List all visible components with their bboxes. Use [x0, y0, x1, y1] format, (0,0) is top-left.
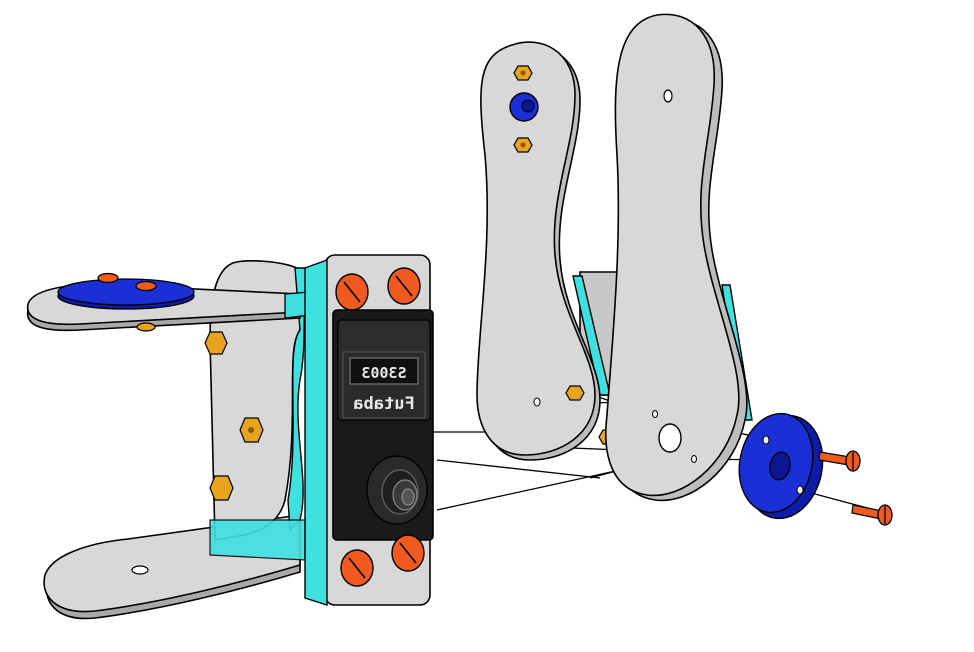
hex-nut-icon: [513, 137, 533, 153]
servo-horn-top: [57, 278, 195, 306]
slotted-screw-icon: [97, 272, 119, 284]
slotted-screw-icon: [391, 534, 425, 572]
servo-label: S3003 Futaba: [342, 351, 426, 419]
slotted-screw-icon: [818, 450, 861, 472]
left-bracket-top-arm: [26, 272, 311, 332]
hex-nut-icon: [204, 331, 228, 355]
hex-nut-icon: [565, 385, 585, 401]
slotted-screw-icon: [335, 273, 369, 311]
slotted-screw-icon: [135, 280, 157, 292]
servo-model-label: S3003: [361, 364, 406, 382]
servo-brand-label: Futaba: [353, 394, 414, 414]
right-bracket-outer-plate: [605, 13, 748, 502]
slotted-screw-icon: [851, 504, 893, 526]
slotted-screw-icon: [387, 267, 421, 305]
right-bracket-inner-plate: [476, 41, 618, 461]
hex-nut-icon: [239, 417, 264, 443]
left-bracket-back-plate: [204, 260, 311, 561]
slotted-screw-icon: [340, 549, 374, 587]
servo-horn-disc: [738, 412, 824, 520]
hex-nut-icon: [513, 65, 533, 81]
hex-nut-icon: [209, 475, 234, 501]
hex-nut-icon: [136, 322, 156, 332]
servo-motor: S3003 Futaba: [304, 254, 434, 606]
servo-output-shaft: [366, 455, 428, 525]
